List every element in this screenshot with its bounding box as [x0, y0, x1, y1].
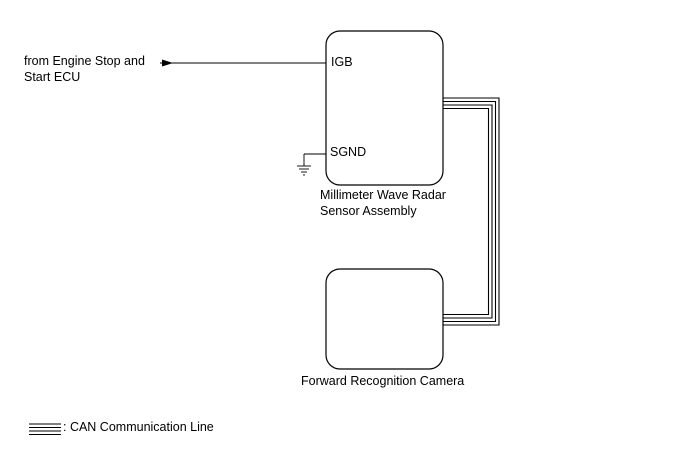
camera-box: [325, 268, 444, 370]
source-label-line1: from Engine Stop and: [24, 54, 145, 68]
ground-symbol-icon: [297, 165, 311, 176]
igb-wire: [160, 59, 326, 67]
legend-can-symbol: [29, 423, 61, 436]
legend-label: : CAN Communication Line: [63, 420, 214, 434]
radar-label-line1: Millimeter Wave Radar: [320, 188, 446, 202]
can-bus-line: [443, 97, 500, 326]
radar-label-line2: Sensor Assembly: [320, 204, 417, 218]
ground-wire: [303, 153, 326, 166]
pin-sgnd-label: SGND: [330, 145, 367, 159]
source-label-line2: Start ECU: [24, 70, 81, 84]
pin-igb-label: IGB: [331, 55, 353, 69]
arrow-icon: [162, 59, 173, 67]
camera-label: Forward Recognition Camera: [301, 374, 465, 388]
